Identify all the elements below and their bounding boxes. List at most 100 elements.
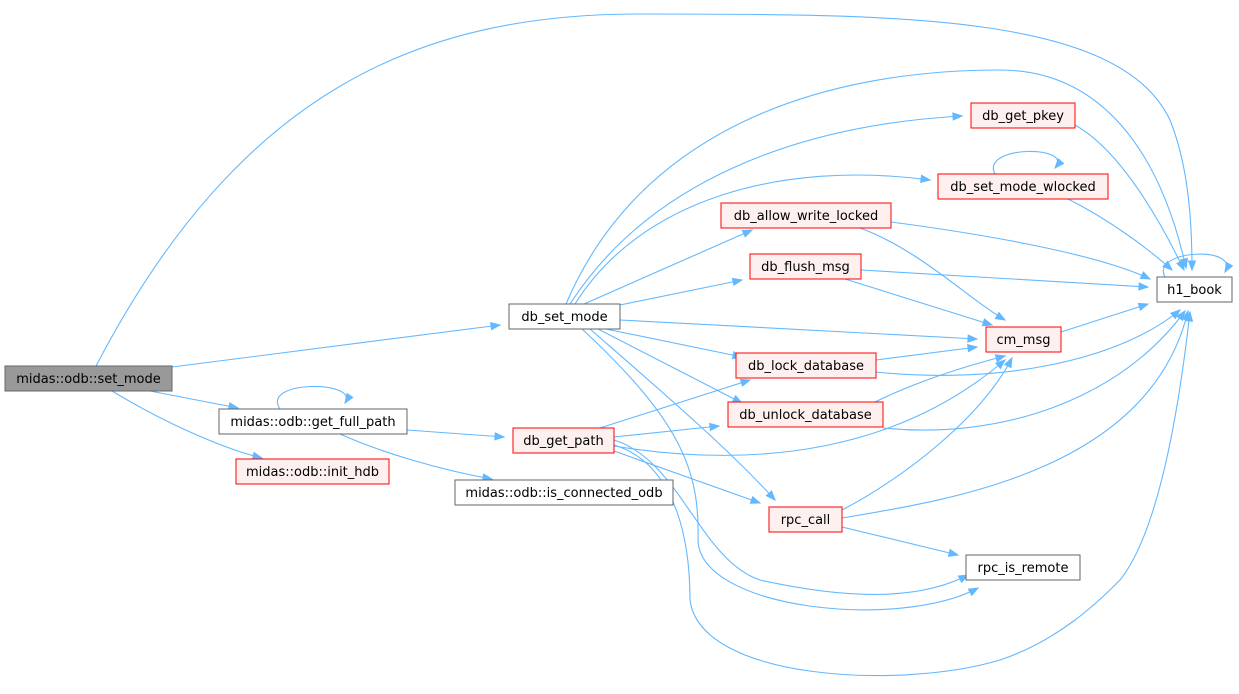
edge-arrowhead [1139, 271, 1152, 280]
edge-arrowhead [1187, 260, 1197, 272]
edge-arrowhead [490, 322, 502, 331]
node-label: db_lock_database [748, 359, 864, 374]
node-db-set-mode[interactable]: db_set_mode [508, 303, 621, 330]
node-box [985, 326, 1062, 353]
edge-set-mode-to-h1-book [95, 13, 1197, 367]
edge-arrowhead [994, 354, 1007, 363]
edge-line [613, 311, 1191, 677]
edge-rpc-call-to-h1-book [841, 309, 1190, 519]
node-label: midas::odb::is_connected_odb [465, 486, 662, 501]
edge-line [841, 310, 1189, 519]
edge-db-get-pkey-to-h1-book [1074, 124, 1185, 272]
node-box [727, 401, 884, 428]
node-cm-msg[interactable]: cm_msg [985, 326, 1062, 353]
edge-line [605, 328, 743, 358]
edge-arrowhead [967, 587, 980, 597]
edge-arrowhead [1162, 260, 1174, 271]
node-label: midas::odb::get_full_path [230, 415, 395, 430]
edge-arrowhead [731, 277, 744, 287]
edge-line [992, 150, 1059, 175]
edge-db-set-mode-to-db-flush-msg [619, 277, 744, 306]
edge-line [581, 328, 979, 611]
node-set-mode[interactable]: midas::odb::set_mode [4, 365, 173, 392]
edge-get-full-path-to-db-get-path [406, 429, 506, 441]
node-init-hdb[interactable]: midas::odb::init_hdb [235, 458, 390, 485]
node-label: rpc_call [781, 513, 831, 528]
node-is-connected-odb[interactable]: midas::odb::is_connected_odb [454, 479, 674, 506]
edge-arrowhead [981, 318, 994, 327]
edge-line [276, 385, 348, 410]
edge-db-unlock-database-to-cm-msg [874, 354, 1007, 403]
edge-arrowhead [1054, 158, 1065, 170]
edge-line [95, 13, 1193, 367]
node-db-allow-write-locked[interactable]: db_allow_write_locked [720, 202, 892, 229]
node-db-get-path[interactable]: db_get_path [512, 427, 615, 454]
edge-line [406, 429, 505, 438]
edge-cm-msg-to-h1-book [1060, 302, 1150, 333]
edge-db-set-mode-to-rpc-call [589, 328, 776, 502]
node-h1-book[interactable]: h1_book [1156, 276, 1233, 303]
node-box [454, 479, 674, 506]
node-label: db_get_pkey [982, 109, 1064, 124]
edge-db-set-mode-wlocked-to-h1-book [1067, 198, 1174, 271]
edge-line [875, 309, 1181, 376]
edge-line [565, 69, 1187, 305]
edge-arrowhead [1176, 259, 1185, 272]
edge-line [841, 526, 959, 556]
node-box [970, 102, 1076, 129]
node-label: cm_msg [997, 333, 1051, 348]
edge-line [574, 174, 931, 305]
edge-arrowhead [1181, 309, 1190, 322]
node-label: db_unlock_database [739, 408, 872, 423]
node-box [749, 253, 862, 280]
edge-arrowhead [741, 229, 754, 238]
node-db-unlock-database[interactable]: db_unlock_database [727, 401, 884, 428]
node-db-get-pkey[interactable]: db_get_pkey [970, 102, 1076, 129]
edge-line [1067, 198, 1173, 271]
edge-line [599, 379, 751, 429]
edge-arrowhead [1169, 309, 1182, 320]
edge-db-lock-database-to-h1-book [875, 309, 1182, 376]
node-get-full-path[interactable]: midas::odb::get_full_path [218, 408, 408, 435]
edge-line [171, 324, 501, 368]
node-db-lock-database[interactable]: db_lock_database [735, 352, 877, 379]
edge-db-set-mode-to-cm-msg [619, 319, 979, 343]
edges-layer [95, 13, 1234, 677]
edge-arrowhead [1138, 282, 1150, 291]
edge-line [619, 319, 978, 340]
node-rpc-call[interactable]: rpc_call [768, 506, 843, 533]
edge-db-set-mode-to-db-allow-write-locked [583, 229, 754, 305]
edge-set-mode-to-db-set-mode [171, 322, 502, 368]
node-label: midas::odb::set_mode [16, 372, 160, 387]
edge-line [1162, 253, 1228, 278]
edge-arrowhead [251, 451, 264, 460]
node-label: db_get_path [523, 434, 603, 449]
edge-arrowhead [709, 422, 721, 432]
edge-line [583, 229, 753, 305]
edge-arrowhead [765, 490, 776, 502]
node-rpc-is-remote[interactable]: rpc_is_remote [965, 554, 1081, 581]
edge-line [111, 390, 263, 459]
edge-arrowhead [947, 548, 960, 557]
node-box [512, 427, 615, 454]
node-db-flush-msg[interactable]: db_flush_msg [749, 253, 862, 280]
edge-arrowhead [1224, 261, 1234, 274]
edge-db-flush-msg-to-cm-msg [844, 278, 994, 327]
node-label: midas::odb::init_hdb [246, 465, 379, 480]
edge-arrowhead [967, 334, 979, 343]
edge-line [875, 346, 978, 361]
edge-get-full-path-to-get-full-path [276, 385, 354, 410]
edge-line [874, 355, 1006, 403]
node-label: db_allow_write_locked [734, 209, 879, 224]
edge-arrowhead [995, 359, 1007, 370]
node-db-set-mode-wlocked[interactable]: db_set_mode_wlocked [937, 173, 1109, 200]
edge-db-set-mode-to-rpc-is-remote [581, 328, 980, 611]
edge-db-set-mode-wlocked-to-db-set-mode-wlocked [992, 150, 1065, 175]
edge-db-get-path-to-cm-msg [613, 359, 1007, 456]
edge-db-get-path-to-h1-book [613, 310, 1194, 677]
edge-arrowhead [952, 112, 964, 121]
edge-set-mode-to-get-full-path [149, 390, 240, 411]
edge-arrowhead [1003, 356, 1013, 369]
node-box [235, 458, 390, 485]
